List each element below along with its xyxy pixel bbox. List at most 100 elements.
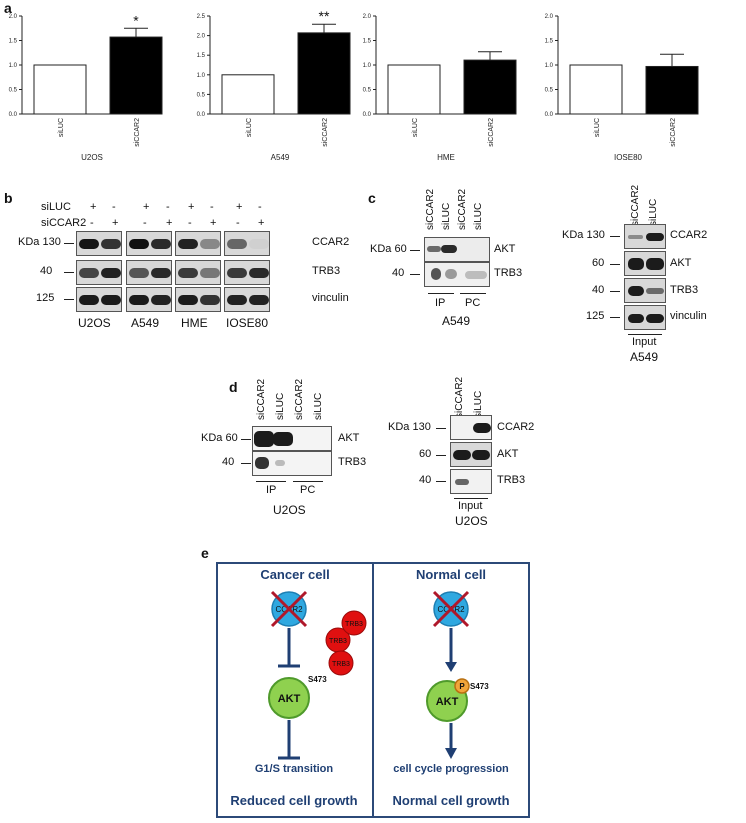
chart3-ytick-label: 2.0 [545, 14, 554, 20]
blot-0-0 [76, 231, 122, 256]
band [227, 268, 247, 278]
c-input-protein-trb3: TRB3 [670, 284, 699, 296]
band [151, 295, 171, 305]
band [101, 295, 121, 305]
d-lane-1: siCCAR2 [256, 378, 267, 420]
c-lane-1: siCCAR2 [425, 188, 436, 230]
c-input-blot-akt [624, 251, 666, 276]
blot-1-1 [126, 260, 172, 285]
chart2-category-1: siCCAR2 [488, 118, 495, 147]
d-input-mw-130: KDa 130 [388, 421, 431, 433]
c-group-pc: PC [465, 297, 481, 309]
chart1-ytick-label: 1.0 [197, 73, 206, 79]
band [178, 268, 198, 278]
svg-text:TRB3: TRB3 [329, 638, 347, 645]
akt-node-left: AKT S473 [268, 675, 327, 719]
blot-2-0 [175, 231, 221, 256]
g1s-label: G1/S transition [255, 763, 334, 775]
c-lane-3: siCCAR2 [457, 188, 468, 230]
siccar2-sign: - [188, 217, 192, 229]
band [129, 239, 149, 249]
blot-2-2 [175, 287, 221, 312]
band [151, 239, 171, 249]
band [249, 268, 269, 278]
d-ip-blot-akt [252, 426, 332, 451]
chart0-ytick-label: 2.0 [9, 14, 18, 20]
chart0-ytick-label: 1.5 [9, 39, 18, 45]
siluc-sign: + [143, 201, 150, 213]
siccar2-sign: - [90, 217, 94, 229]
siluc-sign: - [166, 201, 170, 213]
d-input-lane-2: siLUC [473, 390, 484, 418]
c-input-lane-1: siCCAR2 [630, 184, 641, 226]
chart3-xlabel: IOSE80 [614, 153, 643, 162]
cell-iose80: IOSE80 [226, 316, 269, 330]
siluc-sign: + [236, 201, 243, 213]
band [101, 268, 121, 278]
mw-130: KDa 130 [18, 236, 61, 248]
siccar2-sign: + [112, 217, 119, 229]
chart1-bar-1 [297, 32, 351, 115]
c-input-protein-ccar2: CCAR2 [670, 229, 708, 241]
ccar2-node-left: CCAR2 [270, 590, 308, 628]
blot-3-1 [224, 260, 270, 285]
c-protein-akt: AKT [494, 243, 516, 255]
chart0-xlabel: U2OS [81, 153, 103, 162]
band [178, 239, 198, 249]
d-input-protein-akt: AKT [497, 448, 519, 460]
chart1-category-0: siLUC [246, 118, 253, 137]
cancer-cell-title: Cancer cell [260, 567, 330, 582]
blot-0-1 [76, 260, 122, 285]
c-input-mw-130: KDa 130 [562, 229, 605, 241]
chart0-ytick-label: 1.0 [9, 63, 18, 69]
blot-2-1 [175, 260, 221, 285]
siluc-sign: + [90, 201, 97, 213]
c-input-protein-akt: AKT [670, 257, 692, 269]
band [200, 295, 220, 305]
band [249, 295, 269, 305]
chart2-ytick-label: 1.5 [363, 39, 372, 45]
mechanism-divider [372, 562, 374, 818]
d-input-blot-ccar2 [450, 415, 492, 440]
c-input-lane-2: siLUC [648, 198, 659, 226]
c-input-protein-vinculin: vinculin [670, 310, 707, 322]
chart1-ytick-label: 0.5 [197, 92, 206, 98]
d-lane-4: siLUC [313, 392, 324, 420]
c-input-mw-125: 125 [586, 310, 605, 322]
band [178, 295, 198, 305]
d-input-lane-1: siCCAR2 [454, 376, 465, 418]
cell-hme: HME [181, 316, 208, 330]
ccar2-node-right: CCAR2 [432, 590, 470, 628]
chart1-category-1: siCCAR2 [322, 118, 329, 147]
c-lane-4: siLUC [473, 202, 484, 230]
c-input-blot-vinculin [624, 305, 666, 330]
panel-e-letter: e [201, 545, 209, 561]
d-input-protein-trb3: TRB3 [497, 474, 526, 486]
trb3-node-2: TRB3 [341, 610, 367, 636]
chart3-ytick-label: 1.0 [545, 63, 554, 69]
chart2-ytick-label: 1.0 [363, 63, 372, 69]
band [200, 239, 220, 249]
svg-text:TRB3: TRB3 [345, 621, 363, 628]
panel-d-letter: d [229, 379, 238, 395]
chart3-ytick-label: 0.5 [545, 88, 554, 94]
cell-a549: A549 [131, 316, 160, 330]
c-input-mw-40: 40 [592, 284, 605, 296]
band [79, 239, 99, 249]
blot-1-2 [126, 287, 172, 312]
chart3-category-1: siCCAR2 [670, 118, 677, 147]
d-input-mw-60: 60 [419, 448, 432, 460]
d-mw-40: 40 [222, 456, 235, 468]
chart0-ytick-label: 0.0 [9, 112, 18, 118]
siccar2-sign: - [236, 217, 240, 229]
panel-c-letter: c [368, 190, 376, 206]
chart1-significance: ** [319, 8, 330, 24]
panel-b-letter: b [4, 190, 13, 206]
chart1-ytick-label: 2.0 [197, 34, 206, 40]
chart2-xlabel: HME [437, 153, 455, 162]
siccar2-sign: + [210, 217, 217, 229]
band [79, 268, 99, 278]
chart0-category-0: siLUC [58, 118, 65, 137]
chart1-xlabel: A549 [271, 153, 290, 162]
d-input-protein-ccar2: CCAR2 [497, 421, 535, 433]
